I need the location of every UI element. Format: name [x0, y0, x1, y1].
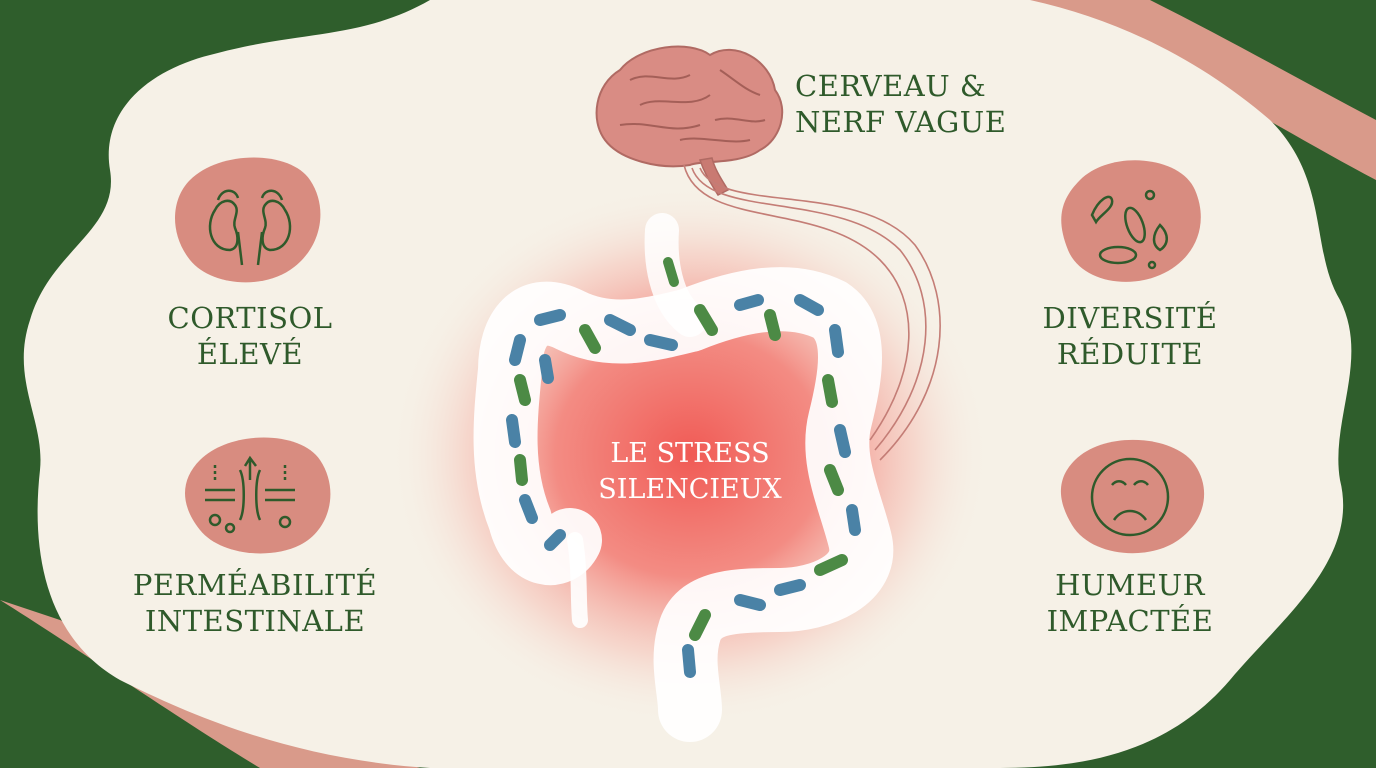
- center-title: LE STRESS SILENCIEUX: [560, 436, 820, 508]
- label-cortisol-line1: CORTISOL: [167, 301, 333, 335]
- label-diversite-line2: RÉDUITE: [1056, 337, 1204, 371]
- kidneys-adrenal-icon: [208, 189, 292, 266]
- center-title-line2: SILENCIEUX: [598, 474, 782, 505]
- label-diversite: DIVERSITÉ RÉDUITE: [1025, 300, 1235, 372]
- blob-humeur: [1060, 439, 1205, 554]
- blob-permeabilite: [185, 437, 331, 554]
- label-cerveau-line1: CERVEAU &: [795, 69, 987, 103]
- label-humeur-line1: HUMEUR: [1055, 568, 1205, 602]
- label-permeabilite-line2: INTESTINALE: [144, 604, 366, 638]
- blob-diversite: [1061, 160, 1201, 282]
- blob-cortisol: [175, 157, 321, 283]
- label-cortisol-line2: ÉLEVÉ: [196, 337, 304, 371]
- intestinal-barrier-icon: [205, 455, 295, 534]
- center-title-line1: LE STRESS: [610, 438, 770, 469]
- label-cerveau-line2: NERF VAGUE: [795, 105, 1007, 139]
- label-permeabilite-line1: PERMÉABILITÉ: [132, 568, 378, 602]
- label-permeabilite: PERMÉABILITÉ INTESTINALE: [120, 567, 390, 639]
- intestine-illustration: [473, 213, 894, 742]
- label-cerveau: CERVEAU & NERF VAGUE: [795, 68, 1006, 140]
- label-cortisol: CORTISOL ÉLEVÉ: [140, 300, 360, 372]
- label-diversite-line1: DIVERSITÉ: [1042, 301, 1218, 335]
- vagus-nerve: [683, 164, 941, 461]
- label-humeur-line2: IMPACTÉE: [1046, 604, 1214, 638]
- rose-accent-top-right: [1010, 0, 1376, 180]
- sad-face-icon: [1090, 457, 1170, 537]
- label-humeur: HUMEUR IMPACTÉE: [1025, 567, 1235, 639]
- bacteria-icon: [1090, 189, 1168, 270]
